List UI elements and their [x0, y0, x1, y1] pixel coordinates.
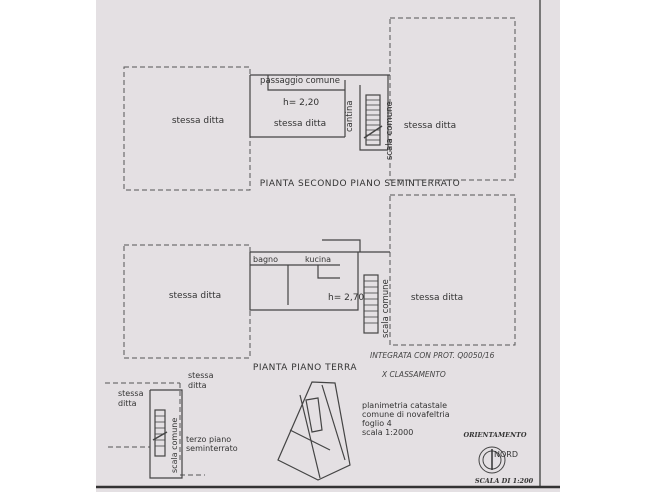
left-label-line1: stessa — [118, 389, 144, 398]
passage-label: passaggio comune — [260, 76, 340, 86]
cadastral-line2: comune di novafeltria — [362, 410, 450, 419]
plan-title-line1: terzo piano — [186, 435, 231, 444]
right-unit-outline — [389, 194, 516, 346]
paper — [96, 0, 560, 492]
plan-title: PIANTA SECONDO PIANO SEMINTERRATO — [260, 179, 461, 189]
stair-label: scala comune — [385, 101, 395, 160]
height-label: h= 2,20 — [283, 98, 319, 108]
cellar-label: cantina — [345, 100, 355, 132]
cadastral-line3: foglio 4 — [362, 419, 392, 428]
stair — [363, 274, 379, 334]
handwritten-note-line1: INTEGRATA CON PROT. Q0050/16 — [370, 351, 495, 360]
bath-label: bagno — [253, 255, 278, 264]
left-label-line2: ditta — [118, 399, 137, 408]
stair-label: scala comune — [170, 418, 179, 473]
cadastral-line1: planimetria catastale — [362, 401, 447, 410]
top-label-line2: ditta — [188, 381, 207, 390]
cadastral-line4: scala 1:2000 — [362, 428, 413, 437]
plan-title-line2: seminterrato — [186, 444, 238, 453]
left-unit-label: stessa ditta — [172, 116, 224, 126]
north-label: NORD — [494, 450, 518, 459]
north-arrow-icon — [478, 446, 506, 474]
right-unit-outline — [389, 17, 516, 181]
plan-ground-floor: stessa ditta bagno kucina h= 2,70 scala … — [123, 194, 516, 373]
plan-third-basement: stessa ditta stessa ditta scala comune t… — [105, 371, 238, 479]
middle-unit-label: stessa ditta — [274, 119, 326, 129]
stair-label: scala comune — [381, 279, 391, 338]
handwritten-note-line2: X CLASSAMENTO — [381, 370, 446, 379]
plan-second-basement: stessa ditta passaggio comune h= 2,20 st… — [123, 17, 516, 191]
orientation-title: ORIENTAMENTO — [463, 431, 526, 439]
cadastral-map — [277, 381, 351, 481]
right-unit-label: stessa ditta — [404, 121, 456, 131]
left-unit-label: stessa ditta — [169, 291, 221, 301]
plan-title: PIANTA PIANO TERRA — [253, 363, 358, 373]
scale-label: SCALA DI 1:200 — [475, 477, 534, 485]
kitchen-label: kucina — [305, 255, 331, 264]
right-unit-label: stessa ditta — [411, 293, 463, 303]
height-label: h= 2,70 — [328, 293, 364, 303]
top-label-line1: stessa — [188, 371, 214, 380]
